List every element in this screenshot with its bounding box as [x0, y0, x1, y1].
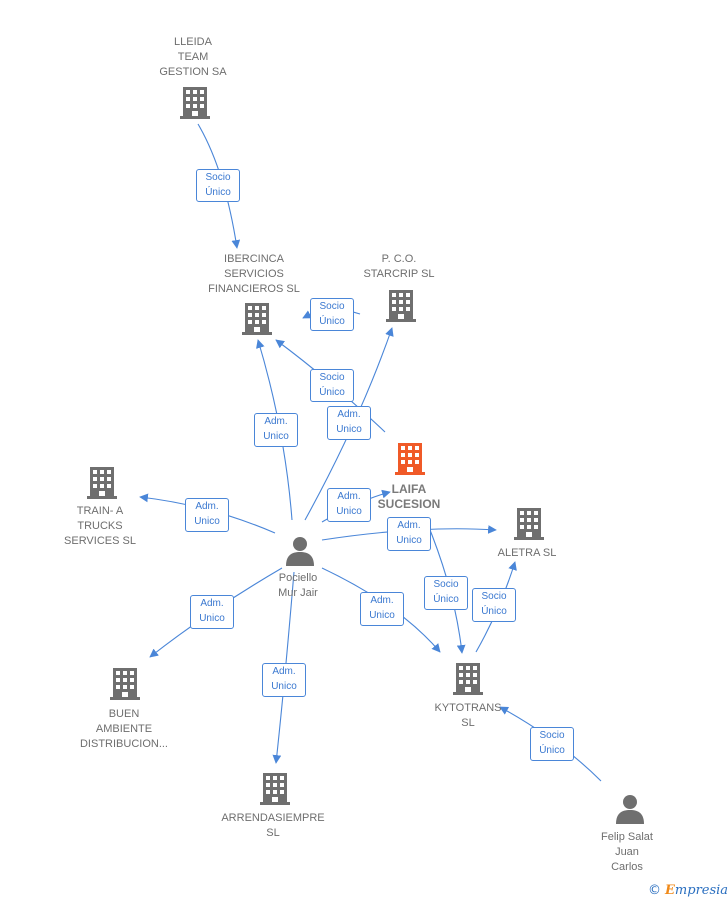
building-icon	[260, 773, 290, 805]
building-icon-focus	[395, 443, 425, 475]
edge-label-kytotrans-aletra[interactable]: Socio Único	[472, 588, 516, 622]
building-icon	[386, 290, 416, 322]
edge-label-lleida-ibercinca[interactable]: Socio Único	[196, 169, 240, 202]
node-label: ALETRA SL	[497, 547, 557, 559]
edge-label-pociello-laifa[interactable]: Adm. Unico	[327, 488, 371, 522]
node-label: BUEN AMBIENTE DISTRIBUCION...	[79, 708, 168, 750]
building-icon	[514, 508, 544, 540]
node-label: LLEIDA TEAM GESTION SA	[159, 36, 227, 78]
edge-label-pociello-buen[interactable]: Adm. Unico	[190, 595, 234, 629]
node-label: LAIFA SUCESION SL	[377, 482, 441, 511]
edge-label-laifa-kytotrans[interactable]: Socio Único	[424, 576, 468, 610]
edge-label-laifa-ibercinca[interactable]: Socio Único	[310, 369, 354, 402]
edge-label-pociello-pco[interactable]: Adm. Unico	[327, 406, 371, 440]
edge-label-pociello-kytotrans[interactable]: Adm. Unico	[360, 592, 404, 626]
person-icon	[616, 795, 644, 824]
node-label: P. C.O. STARCRIP SL	[363, 253, 435, 280]
empresia-logo: © Empresia	[648, 883, 728, 898]
node-label: Felip Salat Juan Carlos	[601, 831, 653, 873]
edge-label-pociello-ibercinca[interactable]: Adm. Unico	[254, 413, 298, 447]
edge-label-pociello-aletra[interactable]: Adm. Unico	[387, 517, 431, 551]
building-icon	[110, 668, 140, 700]
node-label: TRAIN- A TRUCKS SERVICES SL	[64, 505, 136, 547]
edge-label-pociello-train[interactable]: Adm. Unico	[185, 498, 229, 532]
copyright-icon: ©	[648, 883, 661, 898]
building-icon	[242, 303, 272, 335]
edge-label-pco-ibercinca[interactable]: Socio Único	[310, 298, 354, 331]
building-icon	[453, 663, 483, 695]
node-label: IBERCINCA SERVICIOS FINANCIEROS SL	[208, 253, 300, 295]
edge-label-pociello-arrenda[interactable]: Adm. Unico	[262, 663, 306, 697]
node-label: Pociello Mur Jair	[278, 572, 318, 599]
person-icon	[286, 537, 314, 566]
building-icon	[87, 467, 117, 499]
node-label: KYTOTRANS SL	[434, 702, 502, 729]
brand-initial: E	[665, 883, 675, 898]
brand-name: mpresia	[674, 883, 728, 898]
building-icon	[180, 87, 210, 119]
node-label: ARRENDASIEMPRE SL	[221, 812, 325, 839]
edge-label-felip-kytotrans[interactable]: Socio Único	[530, 727, 574, 761]
